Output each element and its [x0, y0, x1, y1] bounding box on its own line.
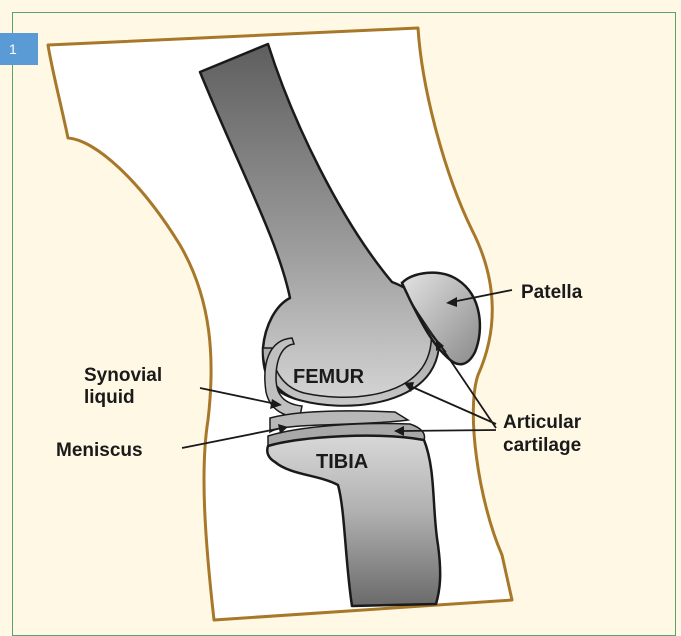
- patella-label: Patella: [521, 282, 583, 303]
- synovial-label-line1: Synovial: [84, 365, 162, 386]
- tibia-label: TIBIA: [316, 451, 368, 473]
- articular-label-line1: Articular: [503, 412, 582, 433]
- meniscus-label: Meniscus: [56, 440, 143, 461]
- synovial-label-line2: liquid: [84, 387, 135, 408]
- articular-leader-2: [400, 430, 496, 431]
- femur-label: FEMUR: [293, 366, 365, 388]
- figure-number-badge: 1: [0, 33, 38, 65]
- articular-label-line2: cartilage: [503, 435, 581, 456]
